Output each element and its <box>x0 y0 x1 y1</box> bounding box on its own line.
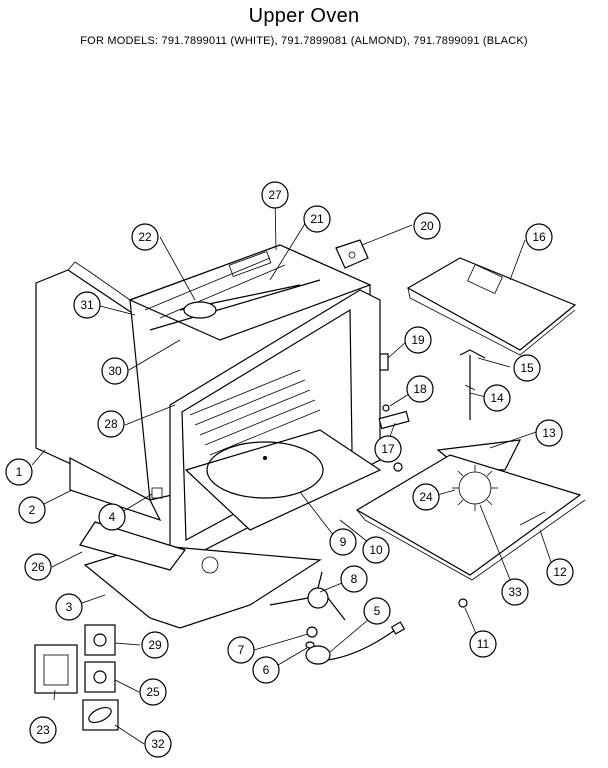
part-5-orifice <box>305 621 406 665</box>
callout-18: 18 <box>406 375 434 403</box>
callout-7: 7 <box>227 636 255 664</box>
callout-32: 32 <box>144 730 172 758</box>
svg-text:3: 3 <box>66 600 73 614</box>
svg-text:17: 17 <box>381 442 395 456</box>
part-7-washer <box>306 626 318 638</box>
part-25 <box>84 661 116 693</box>
callout-29: 29 <box>141 631 169 659</box>
callout-25: 25 <box>139 678 167 706</box>
svg-text:25: 25 <box>146 685 160 699</box>
callout-11: 11 <box>469 630 497 658</box>
callout-22: 22 <box>131 223 159 251</box>
part-11-screw <box>458 598 468 608</box>
callout-21: 21 <box>303 205 331 233</box>
callout-15: 15 <box>513 354 541 382</box>
lower-front-panel <box>69 457 163 522</box>
page-title: Upper Oven <box>248 5 360 27</box>
callout-5: 5 <box>363 597 391 625</box>
bracket-19 <box>379 353 389 371</box>
svg-text:9: 9 <box>340 535 347 549</box>
svg-text:28: 28 <box>104 417 118 431</box>
svg-text:31: 31 <box>80 298 94 312</box>
svg-text:26: 26 <box>31 560 45 574</box>
bottom-tray <box>355 454 586 581</box>
callout-1: 1 <box>5 458 33 486</box>
callout-14: 14 <box>483 384 511 412</box>
callout-27: 27 <box>261 181 289 209</box>
part-18-screw <box>382 404 390 412</box>
callout-8: 8 <box>340 565 368 593</box>
callout-13: 13 <box>535 419 563 447</box>
svg-text:16: 16 <box>532 230 546 244</box>
part-32 <box>82 699 119 731</box>
svg-text:21: 21 <box>310 212 324 226</box>
callout-20: 20 <box>413 212 441 240</box>
callout-4: 4 <box>98 503 126 531</box>
svg-text:19: 19 <box>411 333 425 347</box>
callout-2: 2 <box>18 496 46 524</box>
callout-6: 6 <box>252 656 280 684</box>
svg-text:7: 7 <box>238 643 245 657</box>
svg-text:13: 13 <box>542 426 556 440</box>
svg-text:29: 29 <box>148 638 162 652</box>
oven-cavity <box>128 244 382 561</box>
top-cover-panel <box>406 257 577 356</box>
svg-text:12: 12 <box>553 565 567 579</box>
burner-spider <box>269 571 346 621</box>
svg-text:5: 5 <box>374 604 381 618</box>
callout-30: 30 <box>101 357 129 385</box>
top-burner-assembly <box>149 279 321 331</box>
leader-lines <box>31 196 553 745</box>
part-29 <box>84 624 116 656</box>
svg-text:10: 10 <box>369 543 383 557</box>
callout-23: 23 <box>29 716 57 744</box>
svg-text:30: 30 <box>108 364 122 378</box>
svg-text:6: 6 <box>263 663 270 677</box>
callout-26: 26 <box>24 553 52 581</box>
base-plates <box>79 521 322 629</box>
callouts: 1 2 3 4 5 6 7 8 9 10 11 12 13 14 15 16 1… <box>5 181 574 758</box>
svg-text:2: 2 <box>29 503 36 517</box>
callout-24: 24 <box>412 483 440 511</box>
svg-text:1: 1 <box>16 465 23 479</box>
svg-text:33: 33 <box>508 585 522 599</box>
callout-10: 10 <box>362 536 390 564</box>
callout-16: 16 <box>525 223 553 251</box>
svg-text:20: 20 <box>420 219 434 233</box>
callout-17: 17 <box>374 435 402 463</box>
svg-text:8: 8 <box>351 572 358 586</box>
svg-text:23: 23 <box>36 723 50 737</box>
svg-text:4: 4 <box>109 510 116 524</box>
svg-text:24: 24 <box>419 490 433 504</box>
part-24 <box>393 462 403 472</box>
part-23-card <box>34 644 78 694</box>
part-20-bracket <box>335 239 369 269</box>
svg-text:14: 14 <box>490 391 504 405</box>
callout-3: 3 <box>55 593 83 621</box>
svg-text:22: 22 <box>138 230 152 244</box>
svg-text:32: 32 <box>151 737 165 751</box>
callout-33: 33 <box>501 578 529 606</box>
svg-text:18: 18 <box>413 382 427 396</box>
igniter-assembly <box>459 349 486 420</box>
callout-19: 19 <box>404 326 432 354</box>
callout-9: 9 <box>329 528 357 556</box>
svg-text:11: 11 <box>477 637 490 651</box>
model-list: FOR MODELS: 791.7899011 (WHITE), 791.789… <box>80 35 528 47</box>
part-17 <box>378 410 410 430</box>
svg-text:15: 15 <box>520 361 534 375</box>
svg-text:27: 27 <box>268 188 282 202</box>
callout-31: 31 <box>73 291 101 319</box>
callout-12: 12 <box>546 558 574 586</box>
callout-28: 28 <box>97 410 125 438</box>
